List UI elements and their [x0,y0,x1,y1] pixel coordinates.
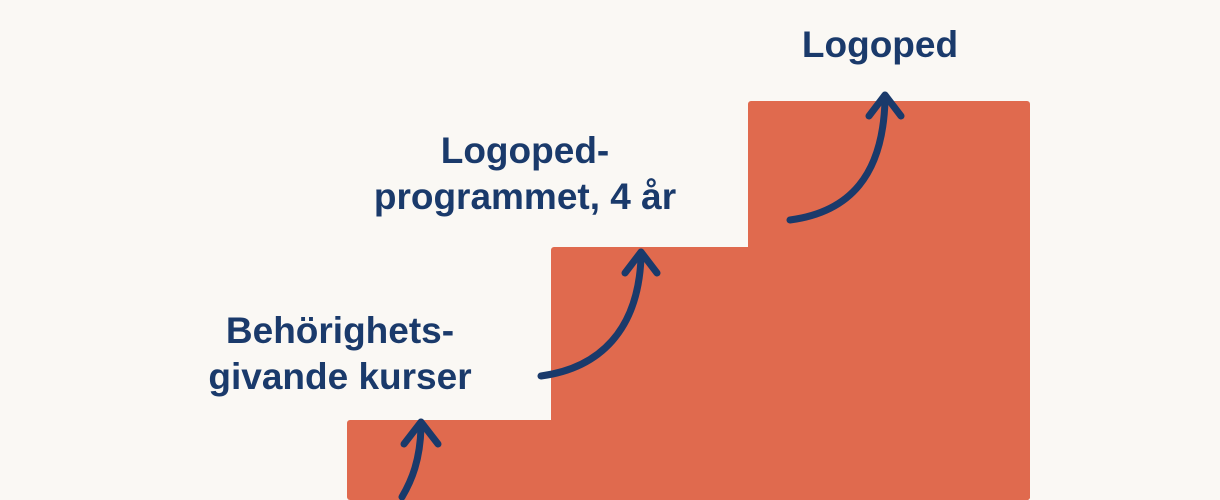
curved-arrow-up-icon [786,91,905,224]
stair-step-3 [748,101,1030,500]
curved-arrow-up-icon [398,418,442,500]
step-label-logopedprogrammet: Logoped- programmet, 4 år [330,128,720,220]
step-label-line: Logoped [801,24,959,65]
step-label-logoped: Logoped [760,22,1000,68]
staircase [347,101,1030,500]
step-label-behorighetsgivande-kurser: Behörighets- givande kurser [160,308,520,400]
curved-arrow-up-icon [537,248,661,380]
step-label-line: Logoped- [440,130,610,171]
step-label-line: programmet, 4 år [373,176,677,217]
step-label-line: givande kurser [208,356,472,397]
step-label-line: Behörighets- [225,310,455,351]
